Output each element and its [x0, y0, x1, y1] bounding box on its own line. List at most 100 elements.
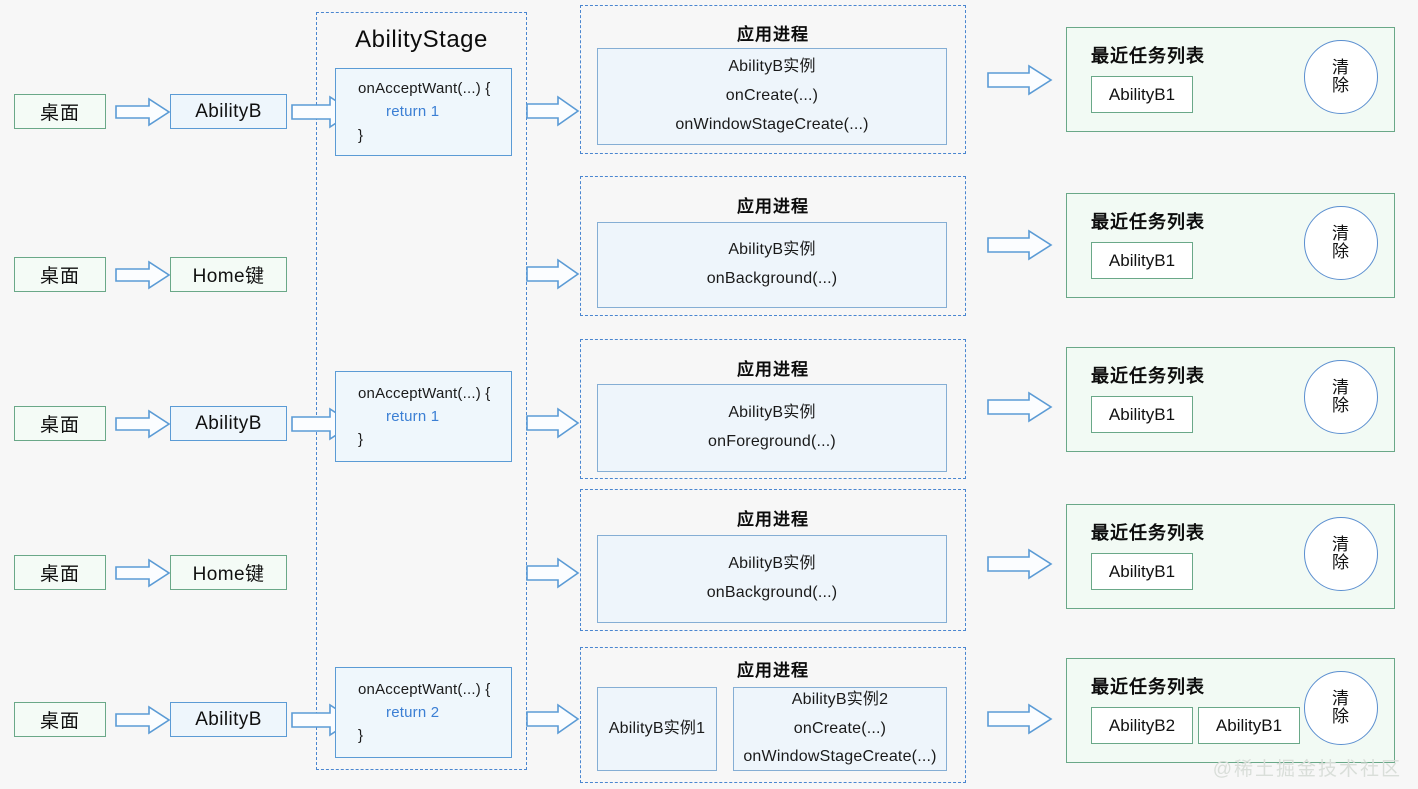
task-chip[interactable]: AbilityB1 — [1091, 553, 1193, 590]
actor-box-row1[interactable]: AbilityB — [170, 94, 287, 129]
instance-line: onWindowStageCreate(...) — [675, 115, 869, 133]
arrow-stage-to-process-row1 — [526, 95, 580, 127]
tasklist-row2: 最近任务列表 AbilityB1 清 除 — [1066, 193, 1395, 298]
trigger-box-row1[interactable]: 桌面 — [14, 94, 106, 129]
instance-line: AbilityB实例 — [728, 58, 816, 76]
task-chip[interactable]: AbilityB1 — [1198, 707, 1300, 744]
clear-label-top: 清 — [1332, 534, 1350, 554]
clear-button-row1[interactable]: 清 除 — [1304, 40, 1378, 114]
actor-box-row5[interactable]: AbilityB — [170, 702, 287, 737]
actor-label: AbilityB — [195, 100, 262, 122]
code-head: onAcceptWant(...) { — [358, 680, 491, 698]
arrow-process-to-tasklist-row3 — [987, 391, 1053, 423]
clear-label-top: 清 — [1332, 223, 1350, 243]
process-title-row4: 应用进程 — [737, 510, 809, 529]
trigger-label: 桌面 — [39, 415, 80, 436]
instance-box-row4-0: AbilityB实例 onBackground(...) — [597, 535, 947, 623]
task-chip[interactable]: AbilityB2 — [1091, 707, 1193, 744]
clear-button-row3[interactable]: 清 除 — [1304, 360, 1378, 434]
clear-button-row2[interactable]: 清 除 — [1304, 206, 1378, 280]
instance-line: onBackground(...) — [706, 584, 838, 601]
tasklist-title: 最近任务列表 — [1091, 46, 1205, 66]
code-return: return 1 — [386, 407, 440, 425]
tasklist-row3: 最近任务列表 AbilityB1 清 除 — [1066, 347, 1395, 452]
clear-button-row5[interactable]: 清 除 — [1304, 671, 1378, 745]
actor-label: AbilityB — [195, 412, 262, 434]
trigger-label: 桌面 — [39, 711, 80, 732]
task-chip[interactable]: AbilityB1 — [1091, 396, 1193, 433]
instance-line: AbilityB实例 — [728, 555, 816, 573]
process-title-row5: 应用进程 — [737, 661, 809, 680]
trigger-box-row5[interactable]: 桌面 — [14, 702, 106, 737]
actor-label: Home键 — [192, 564, 265, 585]
clear-button-row4[interactable]: 清 除 — [1304, 517, 1378, 591]
process-container-row2 — [580, 176, 966, 316]
instance-line: onCreate(...) — [725, 87, 819, 105]
tasklist-title: 最近任务列表 — [1091, 212, 1205, 232]
clear-label-top: 清 — [1332, 688, 1350, 708]
trigger-label: 桌面 — [39, 266, 80, 287]
clear-label-bottom: 除 — [1332, 396, 1350, 415]
instance-line: onBackground(...) — [706, 270, 838, 287]
arrow-stage-to-process-row4 — [526, 557, 580, 589]
task-chip[interactable]: AbilityB1 — [1091, 76, 1193, 113]
arrow-process-to-tasklist-row1 — [987, 64, 1053, 96]
code-return: return 2 — [386, 703, 440, 721]
arrow-trigger-to-actor-row1 — [115, 97, 171, 127]
code-box-row1: onAcceptWant(...) { return 1 } — [335, 68, 512, 156]
arrow-stage-to-process-row2 — [526, 258, 580, 290]
instance-line: onWindowStageCreate(...) — [743, 748, 937, 766]
instance-line: AbilityB实例 — [728, 241, 816, 259]
arrow-stage-to-process-row5 — [526, 703, 580, 735]
actor-box-row3[interactable]: AbilityB — [170, 406, 287, 441]
trigger-box-row2[interactable]: 桌面 — [14, 257, 106, 292]
arrow-process-to-tasklist-row2 — [987, 229, 1053, 261]
ability-stage-container — [316, 12, 527, 770]
trigger-label: 桌面 — [39, 103, 80, 124]
tasklist-title: 最近任务列表 — [1091, 677, 1205, 697]
instance-line: AbilityB实例2 — [791, 690, 889, 708]
instance-box-row1-0: AbilityB实例 onCreate(...) onWindowStageCr… — [597, 48, 947, 145]
trigger-box-row3[interactable]: 桌面 — [14, 406, 106, 441]
instance-line: AbilityB实例1 — [608, 719, 706, 737]
trigger-box-row4[interactable]: 桌面 — [14, 555, 106, 590]
arrow-trigger-to-actor-row4 — [115, 558, 171, 588]
arrow-process-to-tasklist-row5 — [987, 703, 1053, 735]
instance-box-row3-0: AbilityB实例 onForeground(...) — [597, 384, 947, 472]
watermark: @稀土掘金技术社区 — [1212, 759, 1402, 780]
actor-box-row4[interactable]: Home键 — [170, 555, 287, 590]
code-tail: } — [358, 431, 364, 449]
clear-label-bottom: 除 — [1332, 553, 1350, 572]
instance-line: onCreate(...) — [793, 719, 887, 737]
actor-label: AbilityB — [195, 708, 262, 730]
tasklist-title: 最近任务列表 — [1091, 366, 1205, 386]
arrow-trigger-to-actor-row2 — [115, 260, 171, 290]
actor-box-row2[interactable]: Home键 — [170, 257, 287, 292]
tasklist-row1: 最近任务列表 AbilityB1 清 除 — [1066, 27, 1395, 132]
process-container-row4 — [580, 489, 966, 631]
instance-box-row2-0: AbilityB实例 onBackground(...) — [597, 222, 947, 308]
code-tail: } — [358, 727, 364, 745]
arrow-stage-to-process-row3 — [526, 407, 580, 439]
process-title-row2: 应用进程 — [737, 197, 809, 216]
trigger-label: 桌面 — [39, 564, 80, 585]
code-return: return 1 — [386, 103, 440, 121]
tasklist-title: 最近任务列表 — [1091, 523, 1205, 543]
instance-line: onForeground(...) — [708, 433, 836, 450]
task-chip[interactable]: AbilityB1 — [1091, 242, 1193, 279]
arrow-process-to-tasklist-row4 — [987, 548, 1053, 580]
clear-label-bottom: 除 — [1332, 707, 1350, 726]
instance-line: AbilityB实例 — [728, 404, 816, 422]
process-container-row1 — [580, 5, 966, 154]
instance-box-row5-0: AbilityB实例1 — [597, 687, 717, 771]
clear-label-bottom: 除 — [1332, 76, 1350, 95]
code-head: onAcceptWant(...) { — [358, 80, 491, 98]
code-head: onAcceptWant(...) { — [358, 384, 491, 402]
actor-label: Home键 — [192, 266, 265, 287]
code-box-row3: onAcceptWant(...) { return 1 } — [335, 371, 512, 462]
arrow-trigger-to-actor-row5 — [115, 705, 171, 735]
clear-label-bottom: 除 — [1332, 242, 1350, 261]
process-container-row5 — [580, 647, 966, 783]
process-container-row3 — [580, 339, 966, 479]
